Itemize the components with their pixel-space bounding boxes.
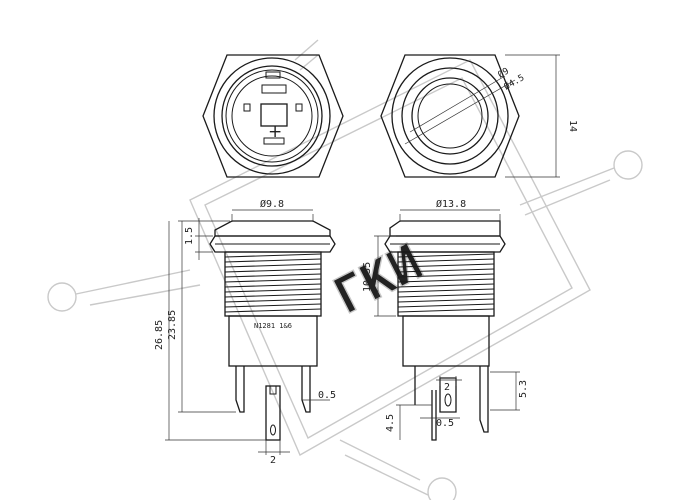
thread-lines [224,253,322,313]
lower-body-right [402,315,490,367]
front-view-top-left: + − [202,54,344,178]
watermark-circle-left [47,282,77,312]
dim-thread-length: 10.35 [362,262,373,292]
switch-nut-right [384,235,506,253]
led-window-top [265,71,281,79]
side-view-left: N1281 1&6 Ø9.8 1.5 23.85 26.85 2 0.5 [154,198,336,466]
watermark-circle-bottom [427,477,457,500]
switch-cap [214,220,331,237]
polarity-plus-mark: + [268,122,282,142]
switch-cap-right [389,220,501,237]
dim-body-length: 23.85 [167,310,178,340]
dim-head-diameter: Ø13.8 [436,198,466,210]
dim-terminal-length: 5.3 [518,380,529,398]
dim-thread-diameter: Ø9.8 [260,198,284,210]
dim-terminal-tip: 4.5 [385,414,396,432]
dim-terminal-thickness-left: 0.5 [318,390,336,401]
watermark: ГКИ [47,39,643,500]
switch-nut [209,235,336,253]
thread-lines-right [397,253,495,313]
terminal-right [301,366,311,413]
body-label: N1281 1&6 [254,322,292,330]
terminal-left [235,366,245,413]
dim-total-length: 26.85 [154,320,165,350]
led-window-center [260,103,288,127]
lower-body [228,315,318,367]
polarity-minus-mark: − [268,88,276,99]
dim-across-flats: 14 [567,120,578,132]
dim-terminal-thickness-right: 0.5 [436,418,454,429]
watermark-circle-right [613,150,643,180]
dim-ring-outer: Ø9 [496,66,511,81]
terminal-center-right [439,377,457,413]
front-view-hex-nut-right [380,54,520,178]
side-view-right: Ø13.8 10.35 2 5.3 4.5 0.5 [362,198,529,441]
dim-terminal-width-bottom: 2 [270,455,276,466]
watermark-frame [189,59,591,456]
front-view-top-right: Ø9 Ø4.5 14 [380,54,578,178]
front-view-hex-nut [202,54,344,178]
dim-head-height: 1.5 [184,227,195,245]
dim-terminal-width-right: 2 [444,382,450,393]
